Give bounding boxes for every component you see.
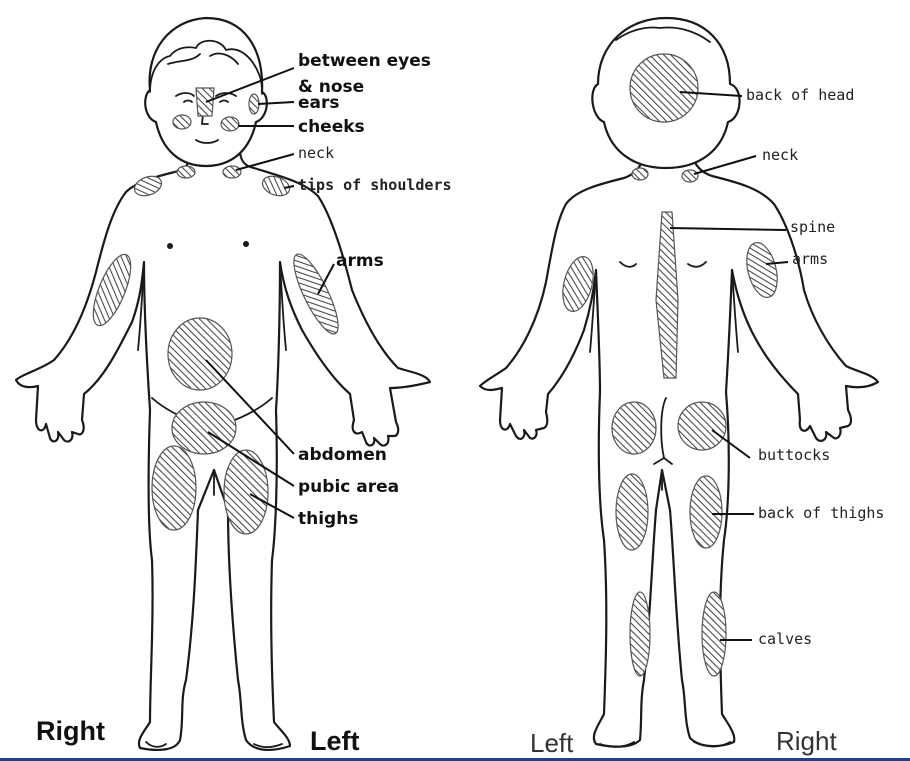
label-buttocks: buttocks — [758, 446, 830, 464]
front-nipple-right — [167, 243, 173, 249]
front-region-between-eyes — [196, 88, 214, 116]
label-arms-front: arms — [336, 251, 384, 271]
front-region-thigh-right — [152, 446, 196, 530]
front-region-thigh-left — [224, 450, 268, 534]
front-side-left: Left — [310, 726, 360, 756]
front-region-neck-right — [177, 166, 195, 178]
front-region-cheek-right — [173, 115, 191, 129]
front-side-right: Right — [36, 716, 105, 746]
label-thighs: thighs — [298, 509, 358, 529]
front-region-neck-left — [223, 166, 241, 178]
back-region-neck-right — [682, 170, 698, 182]
back-region-calf-right — [702, 592, 726, 676]
back-side-right: Right — [776, 726, 837, 756]
back-region-neck-left — [632, 168, 648, 180]
front-nipple-left — [243, 241, 249, 247]
back-region-thigh-left — [616, 474, 648, 550]
back-side-left: Left — [530, 728, 574, 758]
back-region-thigh-right — [690, 476, 722, 548]
front-region-ear — [249, 94, 259, 114]
front-figure: between eyes & nose ears cheeks neck tip… — [16, 18, 452, 756]
label-pubic-area: pubic area — [298, 477, 399, 497]
label-ears: ears — [298, 93, 340, 113]
label-back-of-head: back of head — [746, 86, 854, 104]
back-figure: back of head neck spine arms buttocks ba… — [480, 18, 884, 758]
label-abdomen: abdomen — [298, 445, 387, 465]
back-region-head — [630, 54, 698, 122]
label-spine: spine — [790, 218, 835, 236]
front-region-abdomen — [168, 318, 232, 390]
label-cheeks: cheeks — [298, 117, 365, 137]
back-region-buttock-left — [612, 402, 656, 454]
front-region-cheek-left — [221, 117, 239, 131]
back-region-calf-left — [630, 592, 650, 676]
label-back-of-thighs: back of thighs — [758, 504, 884, 522]
label-tips-of-shoulders: tips of shoulders — [298, 176, 452, 194]
label-neck-front: neck — [298, 144, 334, 162]
label-between-eyes: between eyes — [298, 51, 431, 71]
label-calves: calves — [758, 630, 812, 648]
front-region-pubic — [172, 402, 236, 454]
label-arms-back: arms — [792, 250, 828, 268]
back-region-buttock-right — [678, 402, 726, 450]
label-neck-back: neck — [762, 146, 798, 164]
